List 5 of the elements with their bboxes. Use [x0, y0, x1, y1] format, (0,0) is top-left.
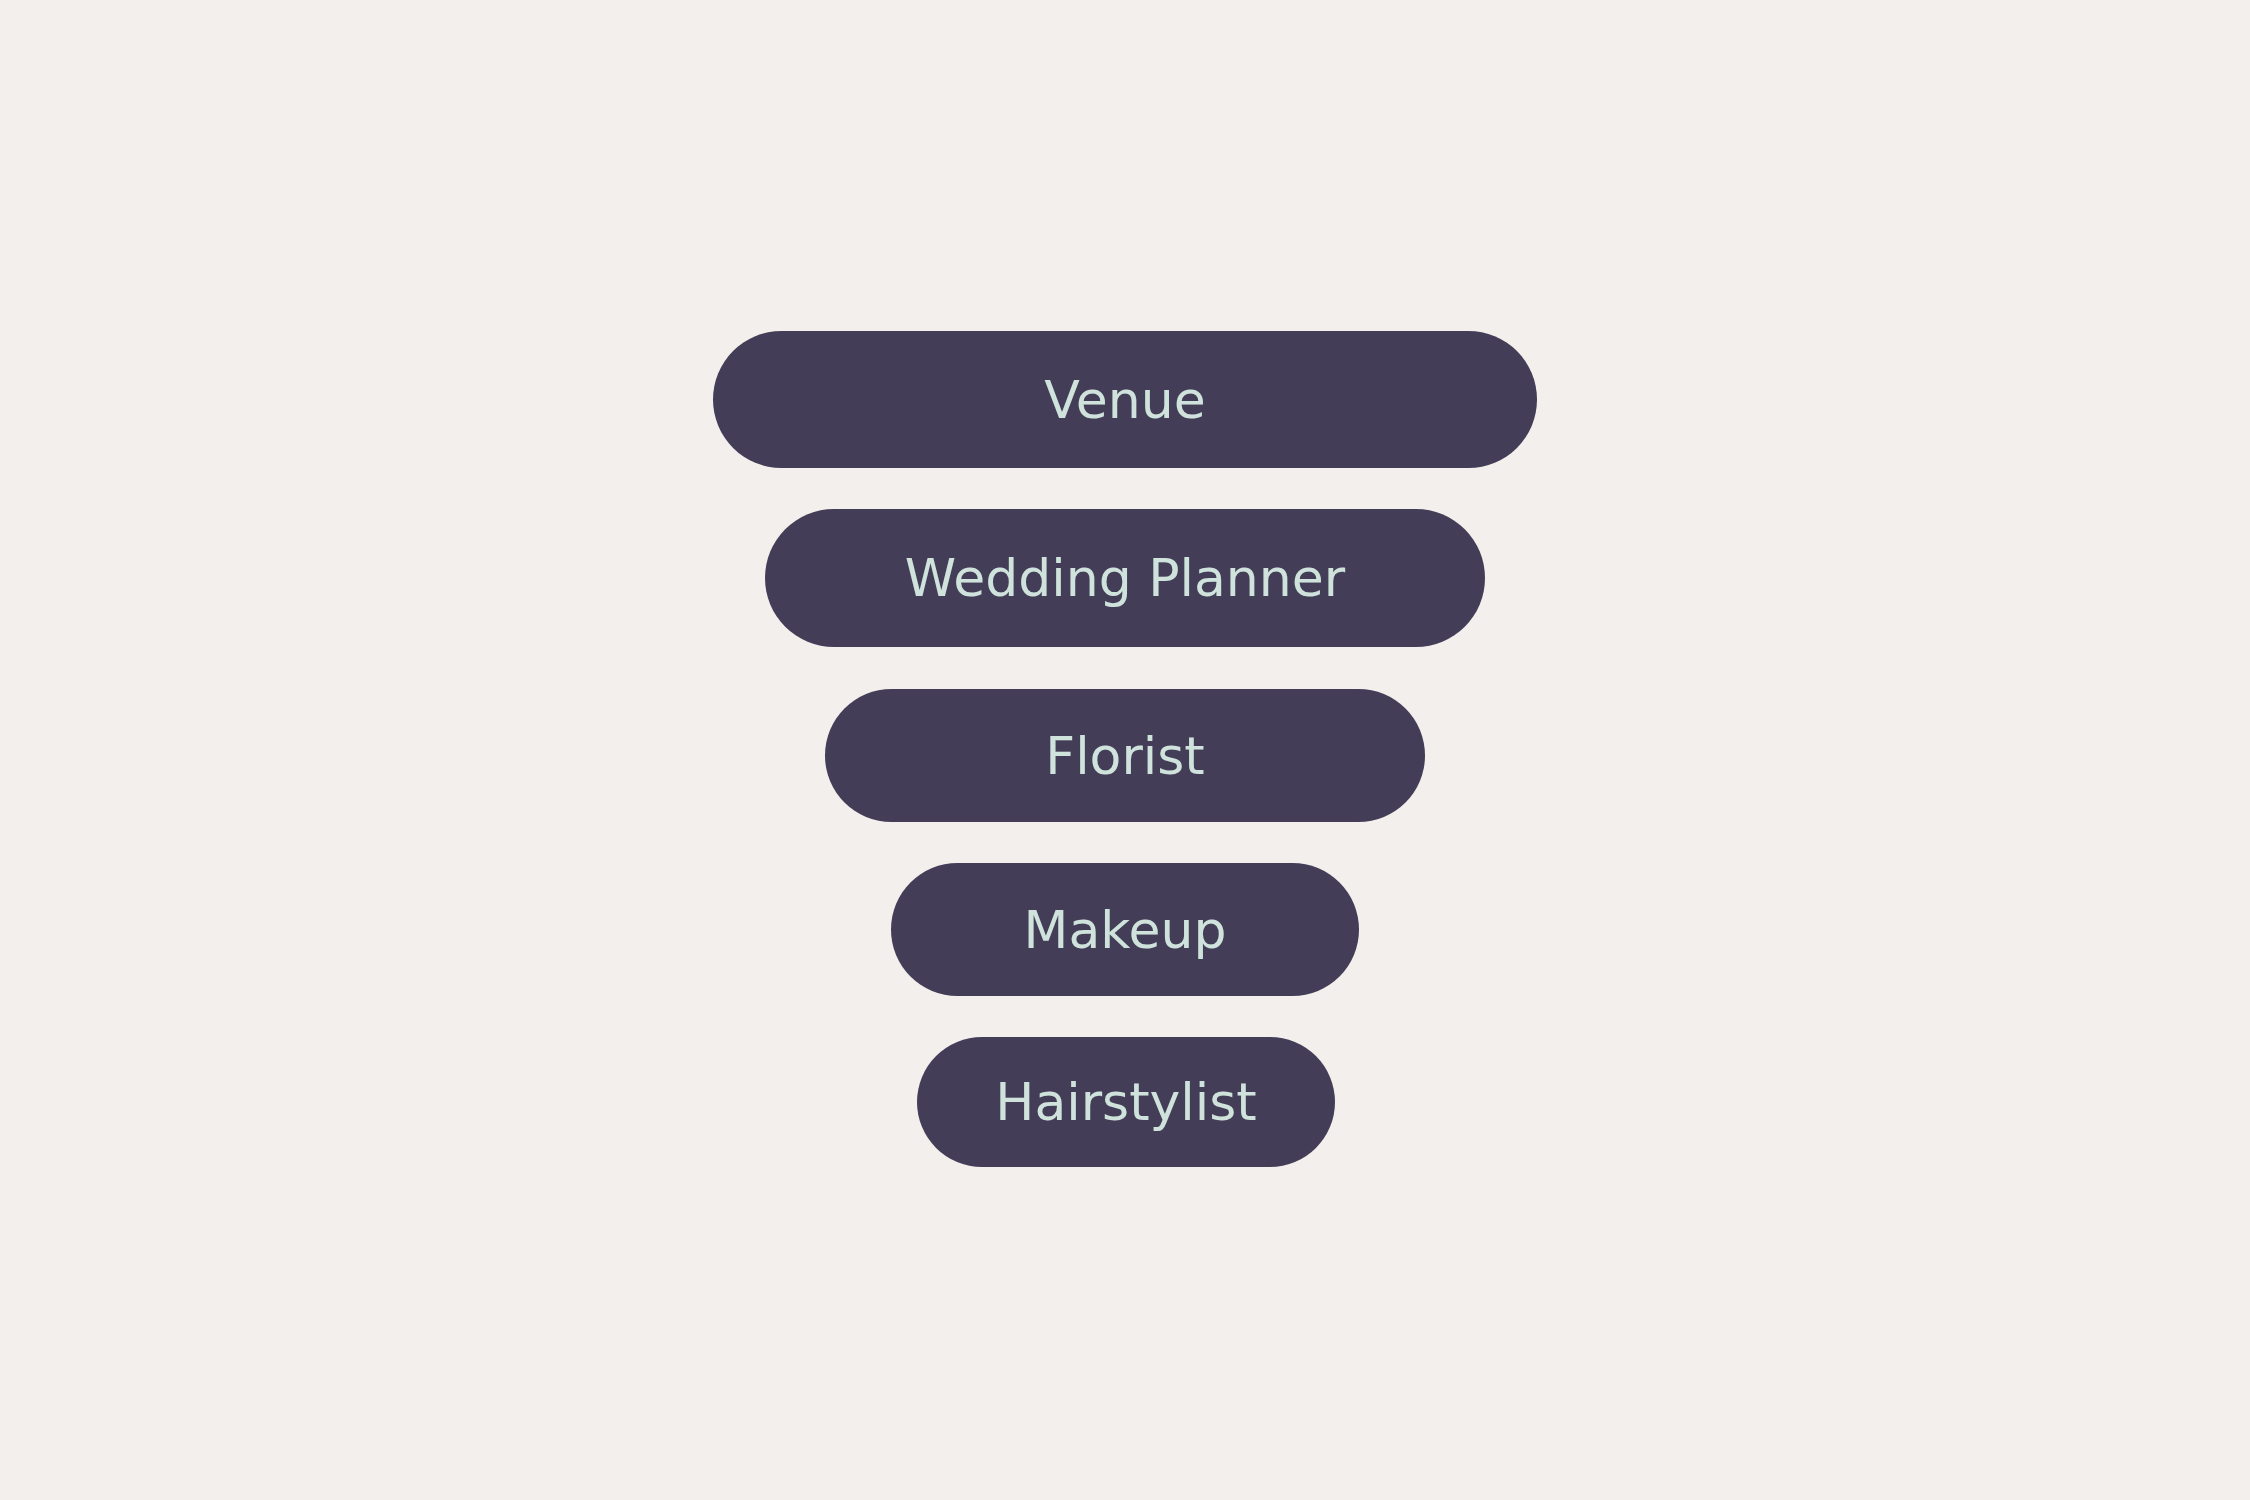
pill-label: Hairstylist — [995, 1072, 1257, 1132]
pill-label: Venue — [1044, 369, 1206, 430]
pill-label: Wedding Planner — [904, 548, 1346, 608]
pill-label: Makeup — [1023, 899, 1227, 960]
pill-label: Florist — [1045, 725, 1205, 786]
